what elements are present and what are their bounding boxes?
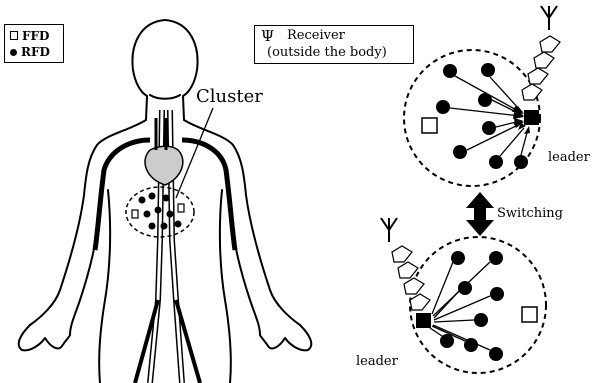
switching-arrow-icon bbox=[466, 192, 494, 236]
cluster-pointer bbox=[176, 108, 213, 198]
top-cluster bbox=[404, 50, 540, 186]
legend-rfd-label: RFD bbox=[21, 45, 50, 59]
receiver-label: Receiver bbox=[287, 29, 345, 42]
legend-box: FFD RFD bbox=[4, 24, 64, 63]
bottom-ffd-node bbox=[522, 307, 537, 322]
legend-ffd: FFD bbox=[10, 29, 49, 43]
receiver-legend-box: Ψ Receiver (outside the body) bbox=[254, 25, 414, 64]
antenna-icon: Ψ bbox=[261, 29, 274, 44]
bottom-arrows bbox=[430, 262, 490, 350]
receiver-sublabel: (outside the body) bbox=[267, 46, 387, 59]
rfd-dot-icon bbox=[10, 49, 17, 56]
top-leader-node bbox=[524, 110, 539, 125]
legend-rfd: RFD bbox=[10, 45, 50, 59]
bottom-leader-node bbox=[416, 313, 431, 328]
legend-ffd-label: FFD bbox=[22, 29, 49, 43]
bottom-rfd-nodes bbox=[440, 251, 504, 361]
bottom-signal-waves bbox=[392, 246, 430, 310]
cluster-label: Cluster bbox=[196, 88, 263, 106]
human-body-outline bbox=[19, 20, 312, 383]
bottom-cluster bbox=[410, 237, 546, 373]
bottom-leader-label: leader bbox=[356, 355, 398, 368]
ffd-square-icon bbox=[10, 31, 18, 40]
switching-label: Switching bbox=[497, 207, 563, 220]
bottom-antenna-icon bbox=[381, 218, 397, 242]
top-antenna-icon bbox=[541, 6, 557, 30]
top-ffd-node bbox=[422, 118, 437, 133]
top-leader-label: leader bbox=[548, 151, 590, 164]
top-signal-waves bbox=[522, 36, 560, 100]
